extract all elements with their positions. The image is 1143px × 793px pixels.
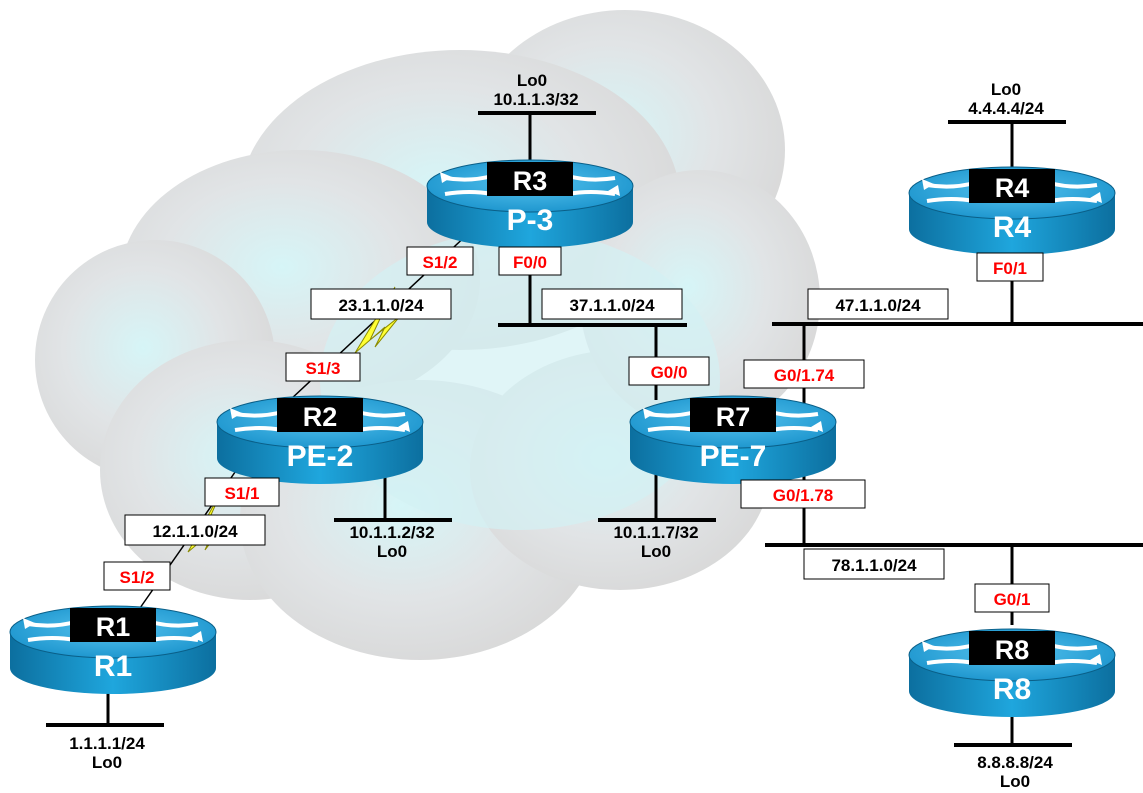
router-r4[interactable]: R4 R4 (907, 165, 1117, 257)
interface-label-r3-f00: F0/0 (498, 246, 562, 276)
svg-text:S1/2: S1/2 (423, 253, 458, 272)
router-r3-name: P-3 (507, 204, 554, 237)
router-r8[interactable]: R8 R8 (907, 627, 1117, 719)
svg-text:Lo0: Lo0 (377, 542, 407, 561)
subnet-label-r2-r3: 23.1.1.0/24 (310, 288, 452, 320)
interface-label-r7-g178: G0/1.78 (740, 479, 866, 509)
svg-text:G0/1.78: G0/1.78 (773, 486, 834, 505)
loopback-label-r1: 1.1.1.1/24 Lo0 (69, 734, 145, 772)
router-r4-badge (969, 169, 1055, 203)
router-r7-badge-label: R7 (716, 402, 751, 432)
interface-label-r3-s12: S1/2 (406, 246, 474, 276)
router-r7-badge (690, 398, 776, 432)
svg-text:G0/1.74: G0/1.74 (774, 366, 835, 385)
interface-label-r2-s13: S1/3 (285, 352, 361, 382)
svg-text:47.1.1.0/24: 47.1.1.0/24 (835, 296, 921, 315)
router-r7[interactable]: R7 PE-7 (628, 394, 838, 486)
svg-text:1.1.1.1/24: 1.1.1.1/24 (69, 734, 145, 753)
interface-label-r2-s11: S1/1 (204, 477, 280, 507)
svg-text:10.1.1.3/32: 10.1.1.3/32 (493, 90, 578, 109)
svg-text:Lo0: Lo0 (92, 753, 122, 772)
router-r3-badge (487, 162, 573, 196)
loopback-label-r4: Lo0 4.4.4.4/24 (968, 80, 1044, 118)
svg-text:37.1.1.0/24: 37.1.1.0/24 (569, 296, 655, 315)
subnet-label-r3-r7: 37.1.1.0/24 (541, 288, 683, 320)
router-r3[interactable]: R3 P-3 (425, 158, 635, 250)
interface-label-r7-g00: G0/0 (628, 356, 710, 386)
router-r2-badge (277, 398, 363, 432)
router-r1-badge (70, 608, 156, 642)
svg-text:78.1.1.0/24: 78.1.1.0/24 (831, 556, 917, 575)
svg-text:G0/0: G0/0 (651, 363, 688, 382)
interface-label-r4-f01: F0/1 (976, 252, 1044, 282)
svg-text:Lo0: Lo0 (641, 542, 671, 561)
router-r2[interactable]: R2 PE-2 (215, 394, 425, 486)
router-r8-name: R8 (993, 673, 1031, 706)
svg-text:G0/1: G0/1 (994, 590, 1031, 609)
interface-label-r7-g174: G0/1.74 (743, 359, 865, 389)
router-r7-name: PE-7 (700, 440, 767, 473)
router-r4-badge-label: R4 (995, 173, 1030, 203)
router-r1[interactable]: R1 R1 (8, 604, 218, 696)
svg-text:Lo0: Lo0 (517, 71, 547, 90)
svg-text:F0/0: F0/0 (513, 253, 547, 272)
interface-label-r1-s12: S1/2 (103, 561, 171, 591)
router-r8-badge-label: R8 (995, 635, 1030, 665)
subnet-label-r7-r8: 78.1.1.0/24 (803, 548, 945, 580)
svg-text:23.1.1.0/24: 23.1.1.0/24 (338, 296, 424, 315)
router-r4-name: R4 (993, 211, 1032, 244)
interface-label-r8-g01: G0/1 (974, 583, 1050, 613)
loopback-label-r2: 10.1.1.2/32 Lo0 (349, 523, 434, 561)
svg-text:Lo0: Lo0 (1000, 772, 1030, 791)
loopback-label-r3: Lo0 10.1.1.3/32 (493, 71, 578, 109)
loopback-label-r8: 8.8.8.8/24 Lo0 (977, 753, 1053, 791)
svg-text:F0/1: F0/1 (993, 259, 1027, 278)
router-r2-name: PE-2 (287, 440, 354, 473)
svg-text:8.8.8.8/24: 8.8.8.8/24 (977, 753, 1053, 772)
svg-text:10.1.1.7/32: 10.1.1.7/32 (613, 523, 698, 542)
subnet-label-r1-r2: 12.1.1.0/24 (124, 514, 266, 546)
loopback-label-r7: 10.1.1.7/32 Lo0 (613, 523, 698, 561)
router-r1-name: R1 (94, 650, 132, 683)
subnet-label-r4-r7: 47.1.1.0/24 (807, 288, 949, 320)
svg-text:12.1.1.0/24: 12.1.1.0/24 (152, 522, 238, 541)
router-r8-badge (969, 631, 1055, 665)
router-r1-badge-label: R1 (96, 612, 131, 642)
svg-text:4.4.4.4/24: 4.4.4.4/24 (968, 99, 1044, 118)
router-r3-badge-label: R3 (513, 166, 548, 196)
svg-text:Lo0: Lo0 (991, 80, 1021, 99)
router-r2-badge-label: R2 (303, 402, 338, 432)
svg-text:10.1.1.2/32: 10.1.1.2/32 (349, 523, 434, 542)
svg-text:S1/3: S1/3 (306, 359, 341, 378)
svg-text:S1/2: S1/2 (120, 568, 155, 587)
svg-text:S1/1: S1/1 (225, 484, 260, 503)
